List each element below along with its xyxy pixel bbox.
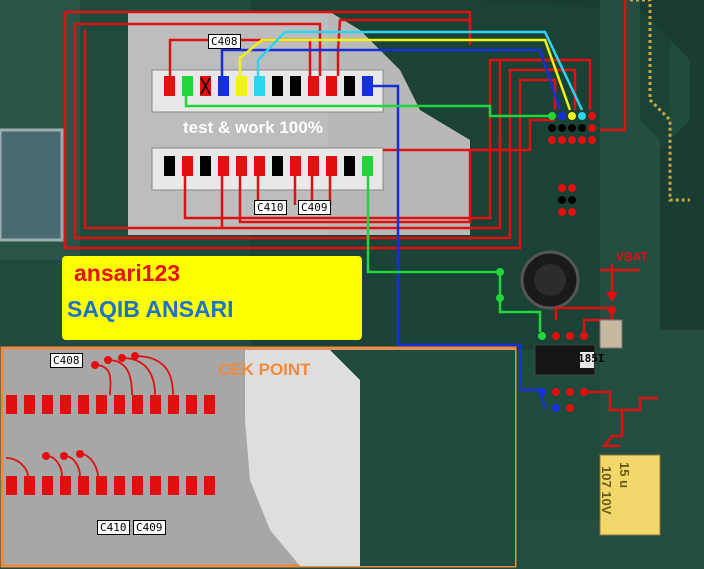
inset-probe-dots [42, 352, 139, 460]
ground-path [584, 390, 658, 448]
cap-marking-2: 107 10V [599, 466, 614, 515]
pad-cluster-top-right [548, 112, 596, 216]
author-handle: ansari123 [74, 260, 181, 286]
bottom-pin-3 [200, 156, 211, 176]
inset-label-c410: C410 [97, 520, 130, 535]
inductor-core [534, 264, 566, 296]
label-c410: C410 [254, 200, 287, 215]
top-pin-1 [164, 76, 175, 96]
top-pin-6 [254, 76, 265, 96]
yellow-trace [238, 38, 572, 111]
connector-top-pins [164, 76, 373, 96]
bottom-pin-5 [236, 156, 247, 176]
connector-bottom-pins [164, 156, 373, 176]
green-traces [184, 96, 550, 332]
green-node-2 [496, 294, 504, 302]
author-name: SAQIB ANSARI [67, 296, 234, 322]
inset-label-c408: C408 [50, 353, 83, 368]
inset-label-c409: C409 [133, 520, 166, 535]
gold-edge-contacts [630, 0, 690, 202]
capacitor-1 [599, 319, 623, 349]
bottom-pin-7 [272, 156, 283, 176]
top-pin-9 [308, 76, 319, 96]
credit-box [62, 256, 362, 340]
top-pin-8 [290, 76, 301, 96]
green-node-1 [496, 268, 504, 276]
bottom-pin-11 [344, 156, 355, 176]
tantalum-capacitor [599, 454, 661, 536]
top-pin-10 [326, 76, 337, 96]
ic-red-traces [554, 306, 614, 336]
top-pin-3-cross [200, 77, 211, 95]
bottom-pin-10 [326, 156, 337, 176]
cyan-trace [256, 30, 584, 111]
bottom-pin-8 [290, 156, 301, 176]
top-pin-4 [218, 76, 229, 96]
inset-title: CEK POINT [218, 360, 311, 379]
connector-note: test & work 100% [183, 118, 323, 137]
bottom-pin-1 [164, 156, 175, 176]
label-c409: C409 [298, 200, 331, 215]
bottom-pin-4 [218, 156, 229, 176]
top-pin-7 [272, 76, 283, 96]
inset-pcb-region [330, 350, 515, 566]
red-traces [63, 0, 640, 272]
label-c408: C408 [208, 34, 241, 49]
bottom-pin-6 [254, 156, 265, 176]
bottom-pin-9 [308, 156, 319, 176]
shield-can-left [0, 128, 64, 242]
inset-light-region [245, 350, 360, 566]
chip-marking: 185I [578, 352, 605, 365]
bottom-pin-12 [362, 156, 373, 176]
top-pin-12 [362, 76, 373, 96]
top-pin-2 [182, 76, 193, 96]
inset-pad-row-top [6, 395, 215, 414]
ic-chip-label-bg [580, 352, 594, 368]
top-pin-11 [344, 76, 355, 96]
cap-marking-1: 15 u [617, 462, 632, 489]
inset-pad-row-bottom [6, 476, 215, 495]
vbat-label: VBAT [616, 250, 648, 264]
top-pin-5 [236, 76, 247, 96]
bottom-pin-2 [182, 156, 193, 176]
ic-pads [538, 332, 588, 412]
